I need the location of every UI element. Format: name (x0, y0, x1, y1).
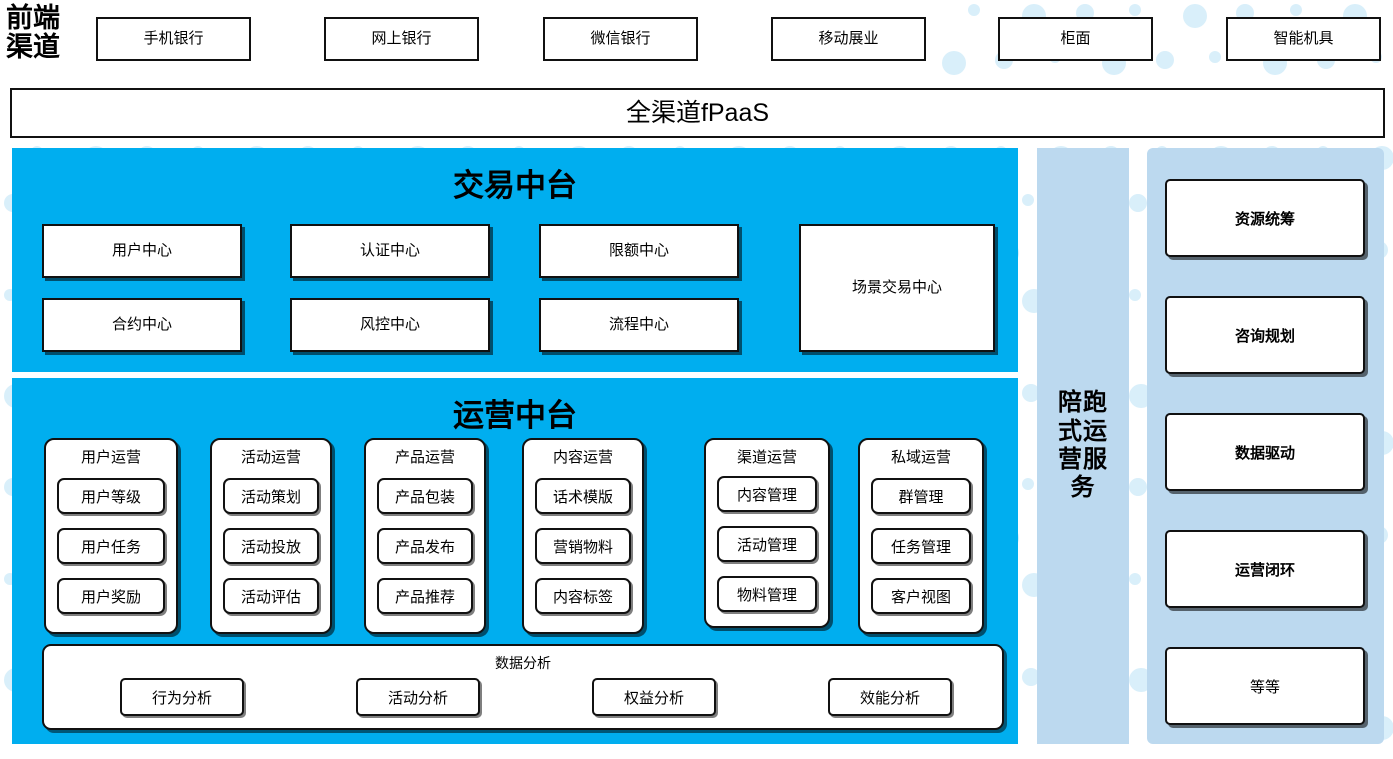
trade-center-label: 用户中心 (111, 242, 172, 260)
channel-box-3[interactable]: 移动展业 (771, 17, 926, 61)
op-item[interactable]: 活动投放 (223, 528, 319, 564)
channel-label: 微信银行 (590, 30, 651, 48)
op-item[interactable]: 客户视图 (871, 578, 971, 614)
op-column-activity[interactable]: 活动运营 活动策划 活动投放 活动评估 (210, 438, 332, 634)
trade-center-5[interactable]: 流程中心 (539, 298, 739, 352)
channel-label: 手机银行 (143, 30, 204, 48)
trade-center-label: 流程中心 (608, 316, 669, 334)
capability-card-etc[interactable]: 等等 (1165, 647, 1365, 725)
operation-platform-title: 运营中台 (453, 398, 577, 433)
capability-card-data[interactable]: 数据驱动 (1165, 413, 1365, 491)
trade-center-4[interactable]: 风控中心 (290, 298, 490, 352)
trade-center-label: 限额中心 (608, 242, 669, 260)
op-item[interactable]: 内容管理 (717, 476, 817, 512)
trade-platform-panel: 交易中台 用户中心 认证中心 限额中心 合约中心 风控中心 流程中心 场景交易中… (12, 148, 1018, 372)
op-item[interactable]: 话术模版 (535, 478, 631, 514)
scene-trade-center-label: 场景交易中心 (851, 279, 942, 297)
trade-center-label: 合约中心 (111, 316, 172, 334)
op-item[interactable]: 物料管理 (717, 576, 817, 612)
op-item[interactable]: 产品包装 (377, 478, 473, 514)
op-item[interactable]: 营销物料 (535, 528, 631, 564)
op-column-channel[interactable]: 渠道运营 内容管理 活动管理 物料管理 (704, 438, 830, 628)
op-column-title: 私域运营 (890, 449, 951, 466)
trade-platform-title: 交易中台 (453, 168, 577, 203)
capability-card-consulting[interactable]: 咨询规划 (1165, 296, 1365, 374)
op-item[interactable]: 活动策划 (223, 478, 319, 514)
data-analysis-item[interactable]: 活动分析 (356, 678, 480, 716)
service-capability-panel: 资源统筹 咨询规划 数据驱动 运营闭环 等等 (1147, 148, 1384, 744)
op-column-private[interactable]: 私域运营 群管理 任务管理 客户视图 (858, 438, 984, 634)
op-item[interactable]: 任务管理 (871, 528, 971, 564)
op-item[interactable]: 用户任务 (57, 528, 165, 564)
op-column-title: 渠道运营 (736, 449, 797, 466)
op-item[interactable]: 内容标签 (535, 578, 631, 614)
op-column-product[interactable]: 产品运营 产品包装 产品发布 产品推荐 (364, 438, 486, 634)
data-analysis-item[interactable]: 权益分析 (592, 678, 716, 716)
capability-card-closedloop[interactable]: 运营闭环 (1165, 530, 1365, 608)
op-column-content[interactable]: 内容运营 话术模版 营销物料 内容标签 (522, 438, 644, 634)
trade-center-label: 认证中心 (359, 242, 420, 260)
service-column-label: 陪跑式运营服务 (1058, 389, 1108, 502)
op-item[interactable]: 活动评估 (223, 578, 319, 614)
trade-center-0[interactable]: 用户中心 (42, 224, 242, 278)
op-column-title: 产品运营 (394, 449, 455, 466)
trade-center-3[interactable]: 合约中心 (42, 298, 242, 352)
op-item[interactable]: 用户等级 (57, 478, 165, 514)
op-column-title: 用户运营 (80, 449, 141, 466)
channel-label: 移动展业 (818, 30, 879, 48)
data-analysis-item[interactable]: 行为分析 (120, 678, 244, 716)
scene-trade-center[interactable]: 场景交易中心 (799, 224, 995, 352)
data-analysis-strip[interactable]: 数据分析 行为分析 活动分析 权益分析 效能分析 (42, 644, 1004, 730)
op-column-title: 内容运营 (552, 449, 613, 466)
trade-center-1[interactable]: 认证中心 (290, 224, 490, 278)
front-channel-label: 前端渠道 (6, 3, 60, 63)
op-column-user[interactable]: 用户运营 用户等级 用户任务 用户奖励 (44, 438, 178, 634)
fpaas-label: 全渠道fPaaS (625, 98, 770, 127)
channel-box-0[interactable]: 手机银行 (96, 17, 251, 61)
op-item[interactable]: 群管理 (871, 478, 971, 514)
trade-center-2[interactable]: 限额中心 (539, 224, 739, 278)
channel-box-4[interactable]: 柜面 (998, 17, 1153, 61)
fpaas-bar[interactable]: 全渠道fPaaS (10, 88, 1385, 138)
op-item[interactable]: 产品发布 (377, 528, 473, 564)
data-analysis-item[interactable]: 效能分析 (828, 678, 952, 716)
op-item[interactable]: 用户奖励 (57, 578, 165, 614)
channel-label: 柜面 (1060, 30, 1091, 48)
op-item[interactable]: 活动管理 (717, 526, 817, 562)
channel-label: 智能机具 (1273, 30, 1334, 48)
accompanying-operation-service-column[interactable]: 陪跑式运营服务 (1037, 148, 1129, 744)
capability-card-resource[interactable]: 资源统筹 (1165, 179, 1365, 257)
trade-center-label: 风控中心 (359, 316, 420, 334)
channel-box-2[interactable]: 微信银行 (543, 17, 698, 61)
data-analysis-title: 数据分析 (495, 655, 551, 671)
channel-box-1[interactable]: 网上银行 (324, 17, 479, 61)
op-item[interactable]: 产品推荐 (377, 578, 473, 614)
channel-label: 网上银行 (371, 30, 432, 48)
operation-platform-panel: 运营中台 用户运营 用户等级 用户任务 用户奖励 活动运营 活动策划 活动投放 … (12, 378, 1018, 744)
channel-box-5[interactable]: 智能机具 (1226, 17, 1381, 61)
op-column-title: 活动运营 (240, 449, 301, 466)
